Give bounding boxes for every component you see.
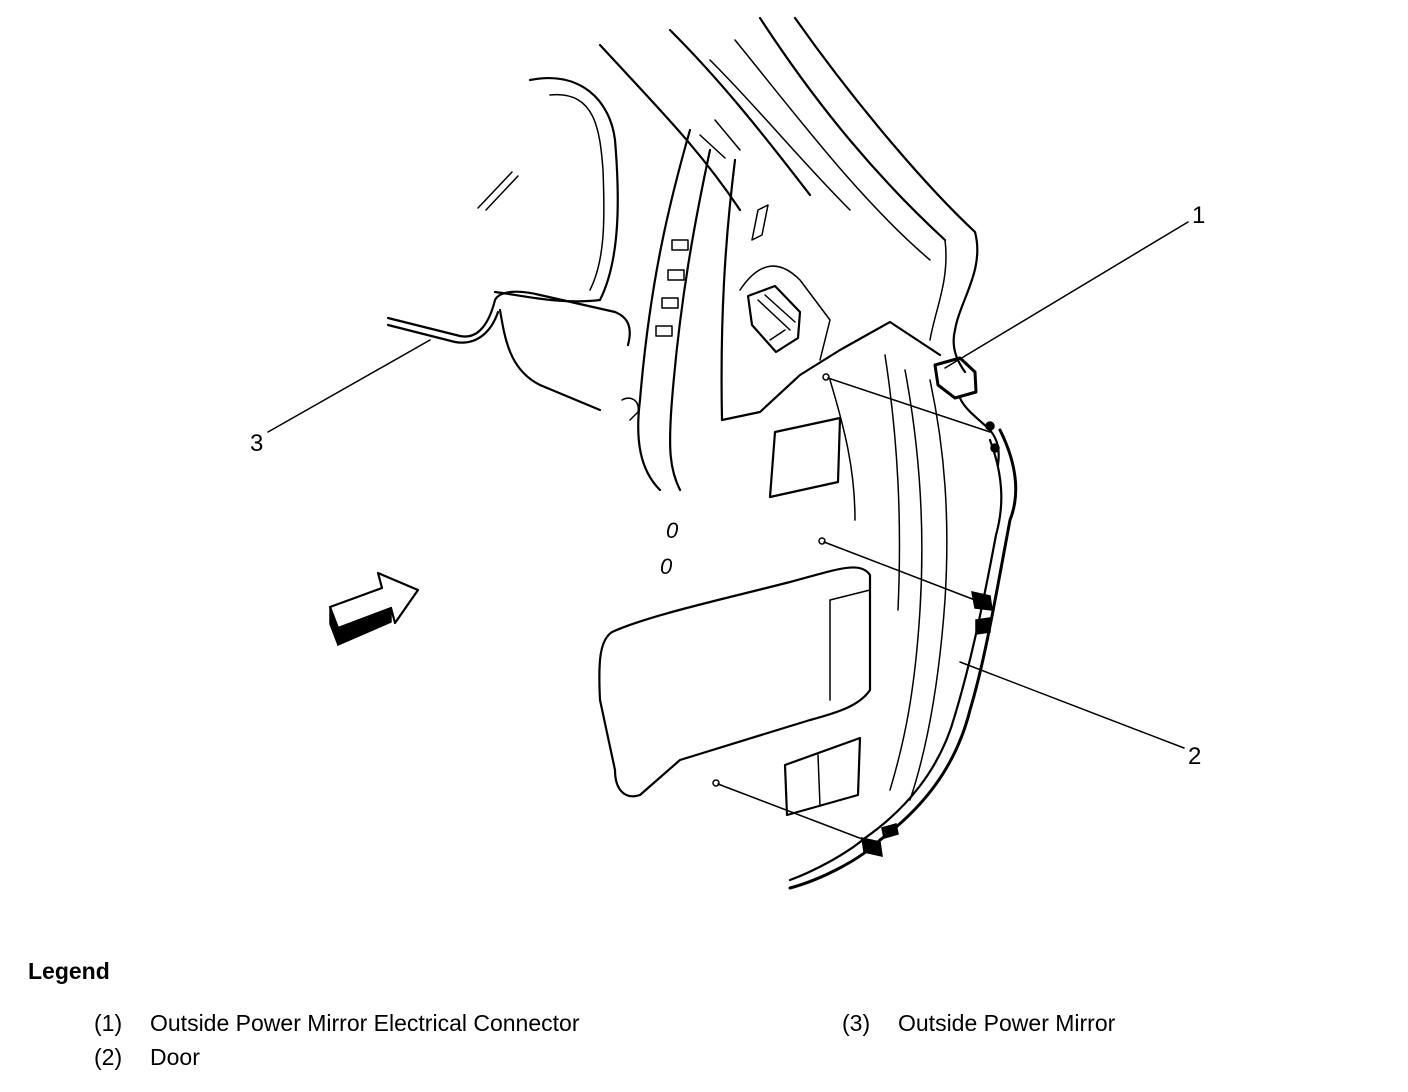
fastener-bottom-start bbox=[712, 779, 720, 787]
door-inner-rib-3 bbox=[884, 354, 901, 611]
fastener-mid-clip bbox=[971, 591, 993, 611]
door-inner-rib-4 bbox=[829, 379, 856, 521]
hole-2: 0 bbox=[660, 554, 673, 579]
legend-item-2: (2) Door bbox=[94, 1044, 200, 1070]
roof-line-outer bbox=[793, 16, 977, 234]
frame-connector-detail bbox=[757, 294, 796, 341]
callout-2-label: 2 bbox=[1188, 743, 1202, 770]
callout-3-label: 3 bbox=[250, 430, 264, 457]
body-right-edge-inner bbox=[929, 239, 947, 341]
legend-item-2-label: Door bbox=[150, 1044, 200, 1070]
legend-item-1-number: (1) bbox=[94, 1010, 123, 1036]
upper-trim-inner bbox=[739, 265, 831, 361]
windshield-frame-inner bbox=[549, 93, 605, 291]
hole-1: 0 bbox=[666, 518, 679, 543]
door-frame-strip-3 bbox=[720, 158, 737, 422]
fastener-mid-start bbox=[818, 537, 826, 545]
legend-item-3-label: Outside Power Mirror bbox=[898, 1010, 1116, 1036]
mid-clip-2 bbox=[975, 617, 991, 635]
callout-2-leader bbox=[959, 661, 1185, 749]
glass-reflection-2 bbox=[485, 175, 519, 211]
pillar-edge-2 bbox=[668, 28, 812, 197]
pillar-edge-3 bbox=[709, 59, 851, 211]
fastener-bottom-clip bbox=[861, 837, 883, 857]
frame-tab bbox=[621, 397, 639, 421]
mirror-housing bbox=[386, 290, 631, 347]
windshield-frame-outer bbox=[493, 77, 619, 303]
vent-slot bbox=[751, 204, 769, 241]
door-frame-strip-4 bbox=[714, 119, 741, 151]
door-outer-edge bbox=[788, 428, 1018, 890]
callout-1-leader bbox=[944, 221, 1189, 369]
frame-clip-4 bbox=[655, 325, 673, 337]
trim-window-upper bbox=[768, 416, 842, 499]
fastener-top-start bbox=[822, 373, 830, 381]
door-mirror-removal-illustration: 0 0 bbox=[267, 16, 1189, 890]
body-right-edge bbox=[952, 230, 979, 374]
legend-item-1: (1) Outside Power Mirror Electrical Conne… bbox=[94, 1010, 579, 1036]
connector-wire bbox=[958, 396, 1000, 467]
speaker-grille bbox=[783, 736, 862, 817]
door-frame-strip-2 bbox=[668, 148, 712, 492]
pillar-edge-1 bbox=[598, 43, 742, 212]
upper-trim bbox=[720, 320, 942, 422]
callout-1-label: 1 bbox=[1192, 202, 1206, 229]
door-frame-strip-1 bbox=[637, 128, 692, 492]
glass-reflection-1 bbox=[477, 171, 513, 209]
pocket-inner-edge bbox=[829, 589, 871, 701]
legend-title: Legend bbox=[28, 958, 110, 984]
legend-item-3: (3) Outside Power Mirror bbox=[842, 1010, 1115, 1036]
frame-connector bbox=[746, 284, 802, 354]
legend-item-1-label: Outside Power Mirror Electrical Connecto… bbox=[150, 1010, 580, 1036]
frame-clip-3 bbox=[661, 297, 679, 309]
legend-item-3-number: (3) bbox=[842, 1010, 871, 1036]
frame-clip-2 bbox=[667, 269, 685, 281]
roof-line-inner bbox=[758, 16, 947, 242]
door-outer-edge-inner bbox=[788, 438, 1003, 882]
fastener-leader-top bbox=[827, 377, 991, 433]
roof-line-edge bbox=[734, 39, 931, 261]
electrical-connector bbox=[933, 356, 978, 400]
callout-3-leader bbox=[267, 339, 431, 433]
direction-arrow-icon bbox=[328, 571, 420, 647]
fastener-leader-mid bbox=[823, 541, 976, 601]
legend-item-2-number: (2) bbox=[94, 1044, 123, 1070]
lower-clip bbox=[881, 823, 899, 839]
wire-clip-a bbox=[985, 421, 995, 431]
door-inner-rib-2 bbox=[889, 369, 923, 791]
mirror-housing-lower bbox=[386, 310, 500, 344]
door-inner-rib-1 bbox=[909, 379, 948, 801]
door-frame-strip-5 bbox=[699, 134, 726, 159]
fastener-leader-bottom bbox=[717, 783, 871, 843]
mirror-base bbox=[498, 308, 602, 412]
frame-clip-1 bbox=[671, 239, 689, 251]
speaker-grille-divider bbox=[817, 754, 821, 807]
door-pocket bbox=[598, 566, 872, 798]
